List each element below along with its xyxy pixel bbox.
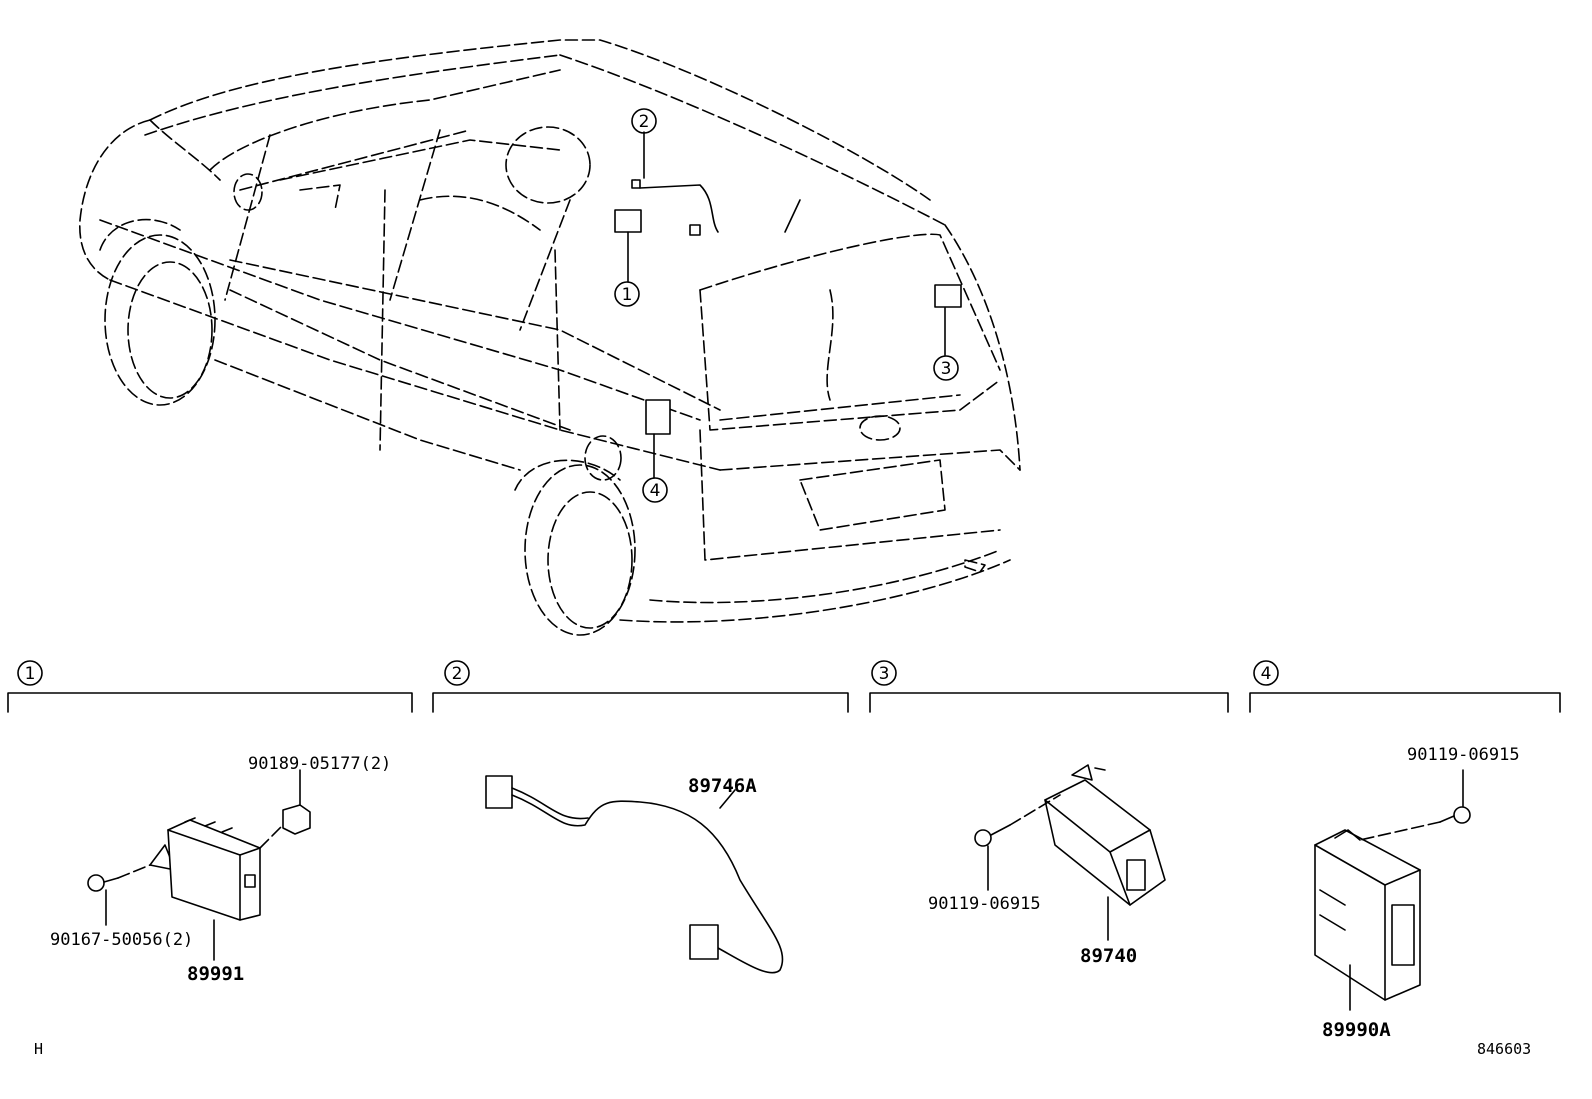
section-3-marker: 3 (879, 664, 890, 684)
part-label-90189-05177: 90189-05177(2) (248, 754, 391, 774)
footer-left-code: H (34, 1040, 43, 1058)
part-label-89991: 89991 (187, 963, 244, 985)
vehicle-illustration (79, 39, 1021, 636)
part-label-90119-06915-sec4: 90119-06915 (1407, 745, 1520, 765)
vehicle-callouts (614, 108, 959, 503)
section-4-parts (1314, 769, 1471, 1011)
part-label-89990A: 89990A (1322, 1019, 1391, 1041)
vehicle-callout-4: 4 (650, 481, 661, 501)
part-label-90167-50056: 90167-50056(2) (50, 930, 193, 950)
vehicle-callout-1: 1 (622, 285, 633, 305)
section-1-marker: 1 (25, 664, 36, 684)
section-headers (7, 660, 1561, 713)
section-3-parts (974, 764, 1166, 941)
drawing-number: 846603 (1477, 1040, 1531, 1058)
vehicle-callout-3: 3 (941, 359, 952, 379)
section-4-marker: 4 (1261, 664, 1272, 684)
section-1-parts (87, 769, 311, 961)
part-label-89746A: 89746A (688, 775, 757, 797)
vehicle-callout-2: 2 (639, 112, 650, 132)
part-label-89740: 89740 (1080, 945, 1137, 967)
section-2-marker: 2 (452, 664, 463, 684)
part-label-90119-06915-sec3: 90119-06915 (928, 894, 1041, 914)
section-2-parts (485, 775, 784, 974)
